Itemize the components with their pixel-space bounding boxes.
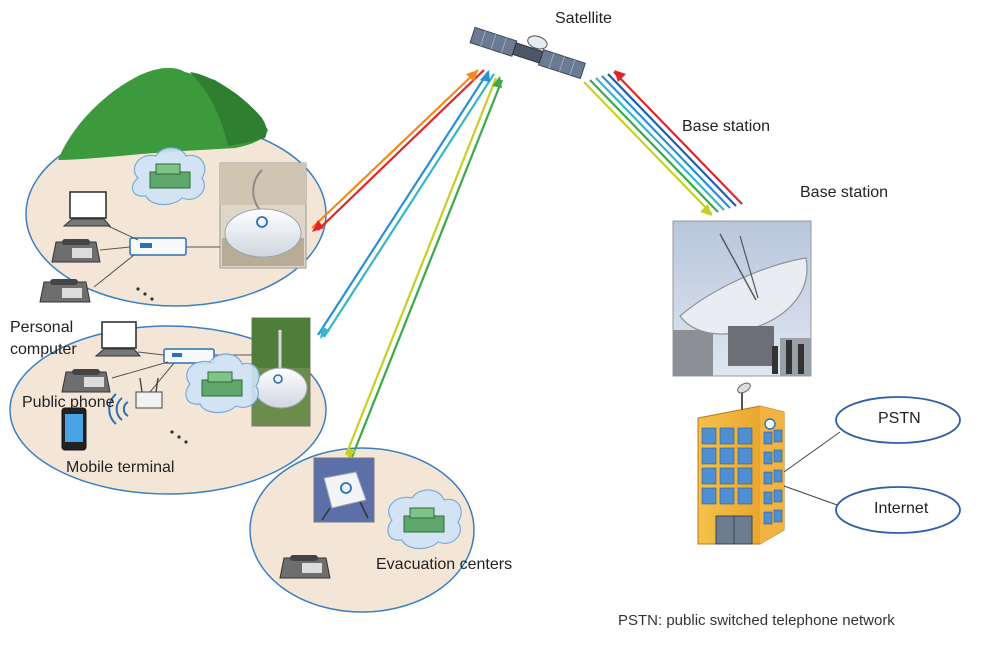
modem-icon [129, 237, 187, 256]
generator-icon [387, 489, 462, 550]
wifi-icon [108, 393, 129, 425]
internet-cloud [835, 486, 961, 534]
wifi-access-point-icon [135, 377, 163, 409]
cable [111, 361, 169, 379]
link-satellite-middle-area [317, 70, 495, 339]
link-satellite-base-station [583, 70, 743, 216]
desk-phone-icon [39, 279, 91, 303]
satellite-label: Satellite [555, 10, 612, 27]
modem-icon [163, 348, 215, 364]
more-devices-dots [136, 287, 154, 301]
satellite-icon [469, 26, 586, 80]
mobile-terminal-label: Mobile terminal [66, 459, 175, 476]
cable [107, 225, 139, 241]
cable [93, 254, 135, 288]
pstn-cloud [835, 396, 961, 444]
satellite-dish-icon [764, 418, 776, 430]
generator-icon [131, 147, 206, 206]
cable [149, 362, 175, 393]
terminal-dish-photo-evacuation [313, 457, 375, 523]
satellite-dish-icon [340, 482, 352, 494]
base-station-antenna-photo [672, 220, 812, 377]
public-phone-label: Public phone [22, 394, 115, 411]
more-devices-dots [170, 430, 188, 444]
personal-computer-label-line2: computer [10, 341, 77, 358]
mountain-icon [58, 67, 268, 160]
generator-icon [185, 353, 260, 414]
base-station-label-2: Base station [800, 184, 889, 201]
link-satellite-evacuation [344, 76, 504, 460]
desk-phone-icon [51, 239, 101, 263]
smartphone-icon [61, 407, 87, 451]
desk-phone-icon [279, 555, 331, 579]
cable [137, 351, 165, 356]
connection-pstn [783, 431, 841, 473]
satellite-dish-icon [273, 374, 283, 384]
link-satellite-top-area [311, 69, 485, 232]
terminal-dish-photo-top [219, 162, 307, 269]
personal-computer-label-line1: Personal [10, 319, 74, 336]
footnote: PSTN: public switched telephone network [618, 612, 895, 629]
laptop-icon [94, 321, 142, 357]
connection-internet [783, 485, 841, 507]
laptop-icon [62, 191, 112, 227]
cable [99, 246, 131, 251]
pstn-label: PSTN [878, 410, 921, 427]
evacuation-centers-label: Evacuation centers [376, 556, 513, 573]
terminal-dish-photo-middle [251, 317, 311, 427]
building-icon [697, 382, 785, 545]
internet-label: Internet [874, 500, 929, 517]
satellite-dish-icon [256, 216, 268, 228]
base-station-label-1: Base station [682, 118, 771, 135]
desk-phone-icon [61, 369, 111, 393]
